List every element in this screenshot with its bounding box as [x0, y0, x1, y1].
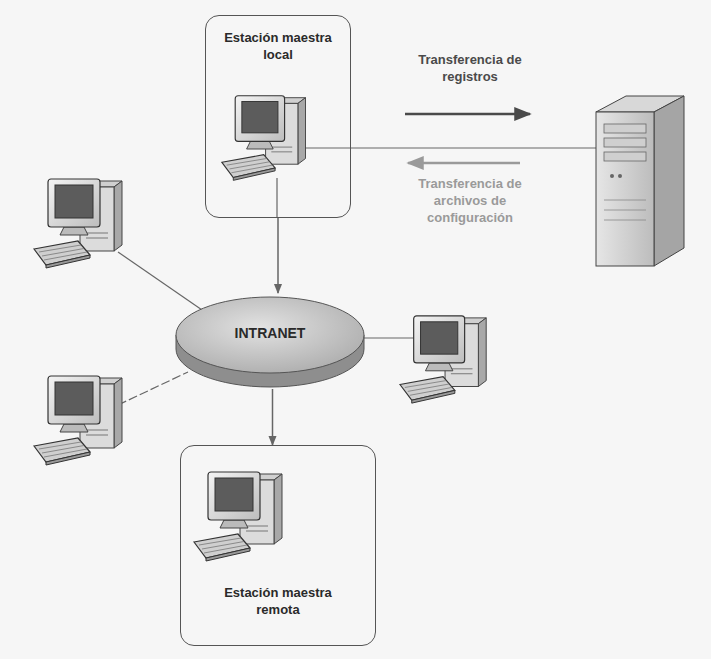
- server-icon: [596, 96, 684, 266]
- transfer-label: Transferencia de archivos de configuraci…: [400, 176, 540, 227]
- computer-icon: [34, 179, 122, 268]
- remote-computer-icon: [194, 472, 282, 561]
- flow-arrow: [272, 389, 274, 445]
- computer-icon: [400, 316, 486, 403]
- transfer-label: Transferencia de registros: [402, 52, 538, 86]
- station-title: Estación maestra remota: [203, 585, 353, 619]
- station-wire: [276, 178, 277, 218]
- station-box: Estación maestra remota: [180, 445, 376, 646]
- cylinder-shape: [175, 293, 365, 389]
- local-computer-icon: [222, 96, 306, 181]
- server-wire: [300, 147, 596, 148]
- station-title: Estación maestra local: [218, 30, 338, 64]
- network-wire: [118, 372, 188, 405]
- transfer-arrow: [405, 113, 530, 116]
- flow-arrow: [277, 218, 279, 293]
- network-label: INTRANET: [235, 324, 306, 342]
- network-wire: [118, 252, 205, 312]
- station-box: Estación maestra local: [205, 15, 351, 218]
- transfer-arrow: [408, 162, 520, 165]
- network-cylinder: INTRANET: [175, 293, 365, 389]
- computer-icon: [34, 376, 122, 465]
